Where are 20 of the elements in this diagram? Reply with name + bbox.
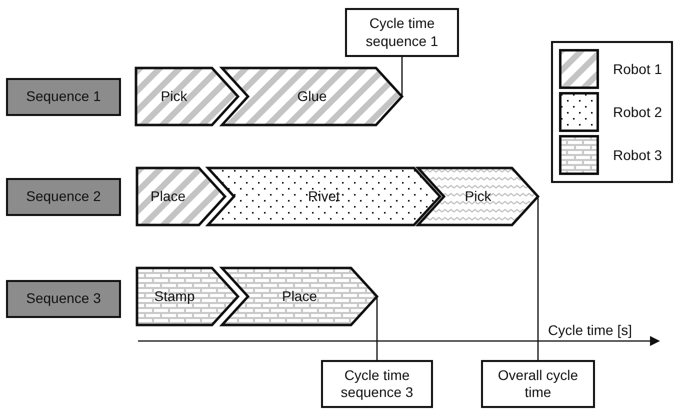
task-block: Rivet [208, 168, 440, 225]
legend-label: Robot 3 [613, 146, 662, 164]
leader-line [376, 296, 378, 360]
leader-line [401, 57, 403, 96]
callout-box: Overall cycle time [481, 360, 595, 408]
task-block: Stamp [137, 268, 238, 325]
task-block: Glue [222, 68, 402, 125]
sequence-box: Sequence 2 [6, 178, 121, 216]
axis-label: Cycle time [s] [548, 321, 632, 340]
task-block: Pick [136, 68, 238, 125]
callout-box: Cycle time sequence 1 [345, 8, 459, 57]
legend-label: Robot 2 [613, 102, 662, 122]
task-block: Pick [418, 168, 538, 225]
legend-label: Robot 1 [613, 60, 662, 78]
task-block: Place [222, 268, 377, 325]
leader-line [537, 196, 539, 360]
callout-box: Cycle time sequence 3 [321, 360, 433, 408]
sequence-box: Sequence 1 [6, 78, 121, 116]
task-block: Place [137, 168, 225, 225]
sequence-box: Sequence 3 [6, 280, 121, 318]
